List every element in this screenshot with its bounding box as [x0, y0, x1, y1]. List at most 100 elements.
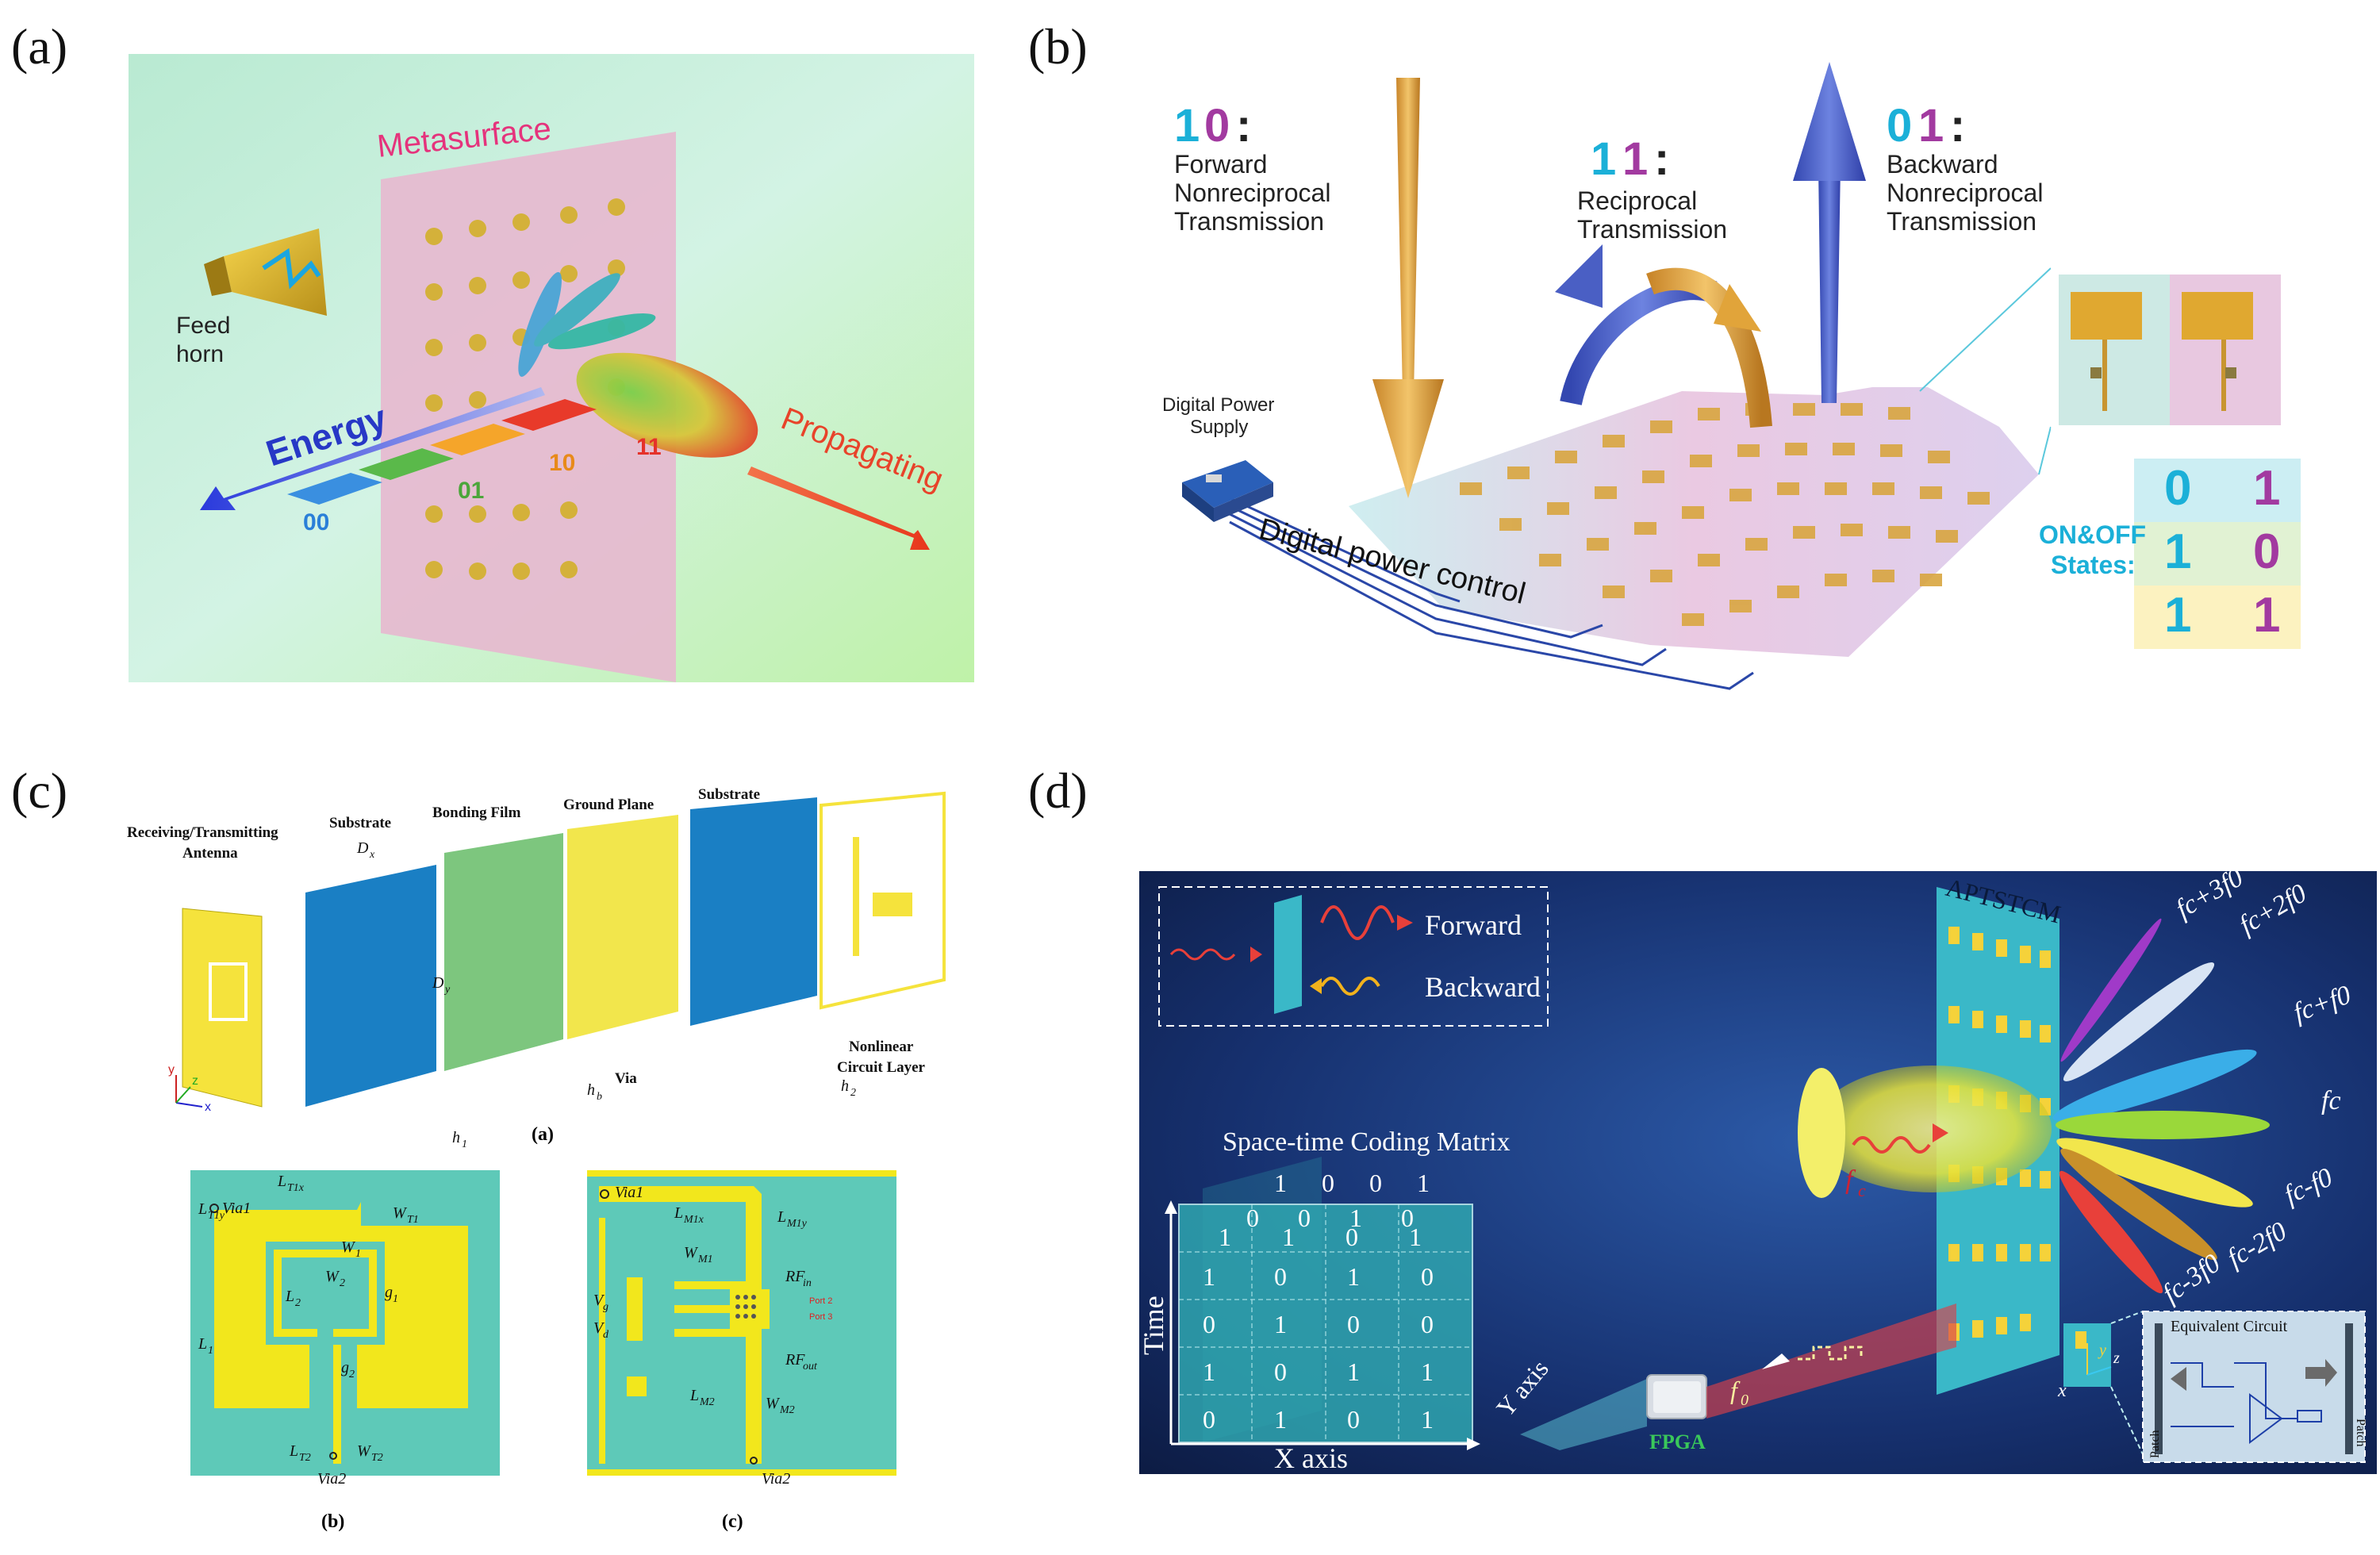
- propagating-arrow: [747, 466, 930, 550]
- m-r6-c3: 1: [1421, 1405, 1434, 1434]
- patch-label-right: Patch: [2354, 1419, 2367, 1447]
- m-r5-c0: 1: [1203, 1357, 1215, 1386]
- b-l1-sub: 1: [208, 1345, 213, 1357]
- b-via2: Via2: [317, 1470, 346, 1488]
- state-01-digit-2: 1: [1918, 100, 1944, 152]
- m-r6-c1: 1: [1274, 1405, 1287, 1434]
- code-11: 11: [636, 434, 662, 460]
- m-r0-c0: 1: [1274, 1169, 1287, 1197]
- sub-label-a: (a): [532, 1124, 554, 1145]
- inset-axis-y: y: [2098, 1342, 2106, 1359]
- feed-horn-icon: [204, 228, 327, 316]
- axis-x: x: [205, 1100, 211, 1114]
- c-wm2-sub: M2: [779, 1404, 795, 1416]
- state-table-r2-c2: 0: [2253, 524, 2280, 579]
- c-port2: Port 2: [809, 1296, 832, 1306]
- circuit-layout-c: [587, 1170, 896, 1476]
- metasurface-plane: [381, 132, 676, 682]
- m-r1-c1: 0: [1298, 1204, 1311, 1232]
- c-rfout: RF: [785, 1351, 805, 1369]
- panel-c-layer-diagram: Receiving/Transmitting Antenna Substrate…: [127, 786, 946, 1532]
- via-label: Via: [615, 1070, 637, 1087]
- state-10-digit-2: 0: [1204, 100, 1230, 152]
- dim-dx-sub: x: [369, 849, 375, 861]
- layer-ground-plane: [567, 815, 678, 1039]
- energy-arrow: [200, 387, 545, 510]
- code-01: 01: [458, 478, 484, 504]
- equivalent-circuit-inset: y z x Equivalent Circuit Patch Patch: [2057, 1311, 2367, 1463]
- m-r4-c3: 0: [1421, 1310, 1434, 1338]
- layer-label-antenna-1: Receiving/Transmitting: [127, 824, 278, 841]
- harmonic-fc: fc: [2321, 1086, 2341, 1115]
- b-g2-sub: 2: [349, 1369, 355, 1380]
- sub-label-b: (b): [321, 1511, 344, 1532]
- code-10: 10: [549, 450, 575, 476]
- c-lm1y: L: [777, 1208, 786, 1226]
- b-l1: L: [198, 1335, 207, 1353]
- b-via1: Via1: [222, 1200, 251, 1217]
- dim-h1: h: [452, 1129, 460, 1146]
- m-r4-c1: 1: [1274, 1310, 1287, 1338]
- backward-line-1: Backward: [1887, 150, 1998, 179]
- m-r4-c2: 0: [1347, 1310, 1360, 1338]
- m-r0-c3: 1: [1417, 1169, 1430, 1197]
- control-lines: [1229, 497, 1754, 690]
- state-01-digit-1: 0: [1887, 100, 1912, 152]
- matrix-values: 1 0 0 1 0 0 1 0 1 1 0 1 1 0 1 0 0 1 0 0 …: [1203, 1169, 1434, 1434]
- equivalent-circuit-label: Equivalent Circuit: [2171, 1318, 2288, 1335]
- c-wm1-sub: M1: [697, 1254, 713, 1265]
- m-r5-c3: 1: [1421, 1357, 1434, 1386]
- m-r2-c3: 1: [1409, 1223, 1422, 1251]
- c-wm1: W: [684, 1244, 699, 1261]
- c-rfin-sub: in: [803, 1277, 812, 1289]
- forward-arrow: [1372, 78, 1444, 498]
- m-r3-c1: 0: [1274, 1262, 1287, 1291]
- layer-antenna: [182, 908, 263, 1108]
- m-r2-c2: 0: [1345, 1223, 1358, 1251]
- c-lm2-sub: M2: [699, 1396, 715, 1408]
- c-vd: V: [593, 1319, 605, 1337]
- b-lt1y-sub: T1y: [208, 1210, 225, 1222]
- b-wt2-sub: T2: [371, 1452, 383, 1464]
- m-r3-c3: 0: [1421, 1262, 1434, 1291]
- b-g1: g: [385, 1284, 393, 1301]
- antenna-layout-b: [190, 1170, 500, 1476]
- b-w1: W: [341, 1238, 356, 1256]
- feed-horn-label-2: horn: [176, 341, 224, 367]
- control-signal-beam: [1706, 1304, 1956, 1419]
- coding-squares: [287, 399, 597, 505]
- m-r6-c0: 0: [1203, 1405, 1215, 1434]
- layer-bonding-film: [444, 833, 563, 1071]
- c-lm1y-sub: M1y: [786, 1218, 808, 1230]
- panel-label-d: (d): [1028, 762, 1088, 819]
- dim-hb-sub: b: [597, 1091, 602, 1103]
- legend-forward: Forward: [1425, 909, 1522, 941]
- backward-line-2: Nonreciprocal: [1887, 179, 2043, 207]
- m-r2-c1: 1: [1282, 1223, 1295, 1251]
- states-label-1: ON&OFF: [2039, 520, 2146, 549]
- c-port3: Port 3: [809, 1312, 832, 1322]
- state-table-r2-c1: 1: [2164, 524, 2191, 579]
- metasurface-unit-cells: [425, 198, 625, 580]
- m-r4-c0: 0: [1203, 1310, 1215, 1338]
- panel-label-a: (a): [11, 18, 68, 75]
- x-axis-label: X axis: [1274, 1442, 1348, 1474]
- b-lt2: L: [289, 1442, 298, 1460]
- b-l2: L: [285, 1288, 294, 1305]
- m-r1-c3: 0: [1401, 1204, 1414, 1232]
- aptstcm-unit-cells: [1948, 927, 2051, 1341]
- b-lt1x-sub: T1x: [287, 1182, 305, 1194]
- dim-dx: D: [356, 839, 369, 857]
- c-lm1x: L: [674, 1204, 683, 1222]
- state-11-digit-2: 1: [1622, 133, 1648, 185]
- b-w2-sub: 2: [340, 1277, 345, 1289]
- state-table-r1-c2: 1: [2253, 461, 2280, 516]
- sub-label-c: (c): [722, 1511, 743, 1532]
- state-11-digit-1: 1: [1591, 133, 1616, 185]
- axis-z: z: [192, 1074, 198, 1088]
- m-r0-c1: 0: [1322, 1169, 1334, 1197]
- c-vg-sub: g: [603, 1301, 608, 1313]
- b-g1-sub: 1: [393, 1293, 398, 1305]
- layer-substrate-1: [305, 865, 436, 1107]
- panel-b-nonreciprocal-diagram: Digital Power Supply Digital power contr…: [1162, 62, 2301, 690]
